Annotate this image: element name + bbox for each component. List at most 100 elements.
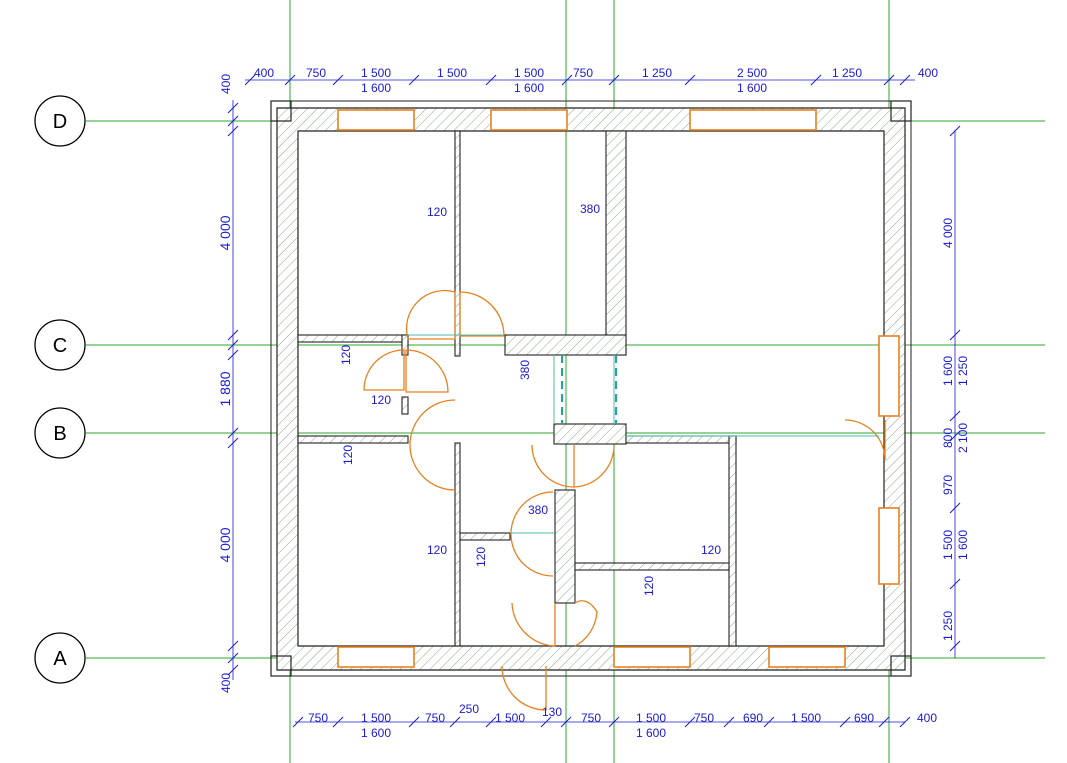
door-swing [405, 289, 456, 340]
window [878, 335, 900, 417]
dimension-tick [227, 652, 239, 664]
dimension-ticks [227, 74, 961, 728]
dim-right: 1 250 [956, 356, 970, 386]
dim-top: 1 250 [642, 66, 672, 80]
axis-bubble-B: B [34, 407, 86, 459]
dim-bottom: 250 [459, 702, 479, 716]
dimension-tick [560, 716, 572, 728]
dim-bottom: 1 500 [361, 711, 391, 725]
dim-top-secondary: 1 600 [514, 81, 544, 95]
dimension-texts: 400 750 1 500 1 500 1 500 750 1 250 2 50… [217, 66, 970, 740]
dim-bottom: 750 [694, 711, 714, 725]
dim-bottom-secondary: 1 600 [636, 726, 666, 740]
dim-top-secondary: 1 600 [737, 81, 767, 95]
dim-interior: 380 [518, 360, 532, 380]
dimension-tick [878, 716, 890, 728]
dimension-tick [763, 716, 775, 728]
dim-left: 4 000 [217, 527, 233, 562]
dimension-tick [332, 716, 344, 728]
dim-bottom: 750 [581, 711, 601, 725]
dim-right: 1 250 [941, 611, 955, 641]
dimension-tick [227, 349, 239, 361]
dimension-tick [292, 716, 304, 728]
dimension-tick [540, 716, 552, 728]
dim-interior: 120 [339, 345, 353, 365]
wall-segment [625, 435, 737, 444]
window [337, 646, 415, 668]
dim-right: 1 600 [956, 530, 970, 560]
dim-bottom: 130 [542, 705, 562, 719]
dimension-tick [899, 716, 911, 728]
door-swing [405, 349, 449, 393]
dimension-tick [227, 102, 239, 114]
door-swing [511, 602, 556, 647]
wall-segment [728, 435, 737, 647]
light-partitions [408, 334, 879, 534]
door-swing [844, 419, 886, 461]
dim-interior: 120 [427, 543, 447, 557]
dimension-tick [227, 664, 239, 676]
axis-label-D: D [53, 111, 67, 133]
window [878, 507, 900, 585]
wall-segment [401, 396, 409, 415]
interior-walls [297, 130, 737, 647]
wall-segment [554, 489, 576, 604]
door-swing [573, 444, 615, 488]
dimension-lines [232, 79, 956, 723]
dim-top: 1 500 [361, 66, 391, 80]
axis-bubble-C: C [34, 319, 86, 371]
dimension-tick [449, 716, 461, 728]
dim-bottom-secondary: 1 600 [361, 726, 391, 740]
window [689, 109, 817, 131]
wall-segment [605, 130, 627, 356]
axis-label-B: B [53, 423, 66, 445]
window [768, 646, 846, 668]
dim-interior: 120 [371, 393, 391, 407]
door-swing [363, 349, 405, 391]
dimension-tick [332, 74, 344, 86]
wall-segment [553, 423, 627, 445]
doors [363, 289, 886, 711]
dim-right: 2 100 [956, 423, 970, 453]
dim-top: 750 [306, 66, 326, 80]
wall-segment [504, 334, 627, 356]
dimension-tick [485, 716, 497, 728]
dimension-tick [608, 74, 620, 86]
door-swing [501, 665, 547, 711]
dimension-tick [949, 329, 961, 341]
door-swing [510, 491, 554, 577]
dim-left: 400 [219, 74, 233, 94]
dimension-tick [949, 125, 961, 137]
door-swing [409, 444, 456, 491]
door-swing [459, 291, 505, 337]
dimension-tick [485, 74, 497, 86]
dim-interior: 120 [341, 445, 355, 465]
wall-segment [297, 435, 409, 444]
dimension-tick [949, 502, 961, 514]
dimension-tick [810, 74, 822, 86]
dimension-tick [227, 437, 239, 449]
dimension-tick [684, 716, 696, 728]
dimension-tick [227, 125, 239, 137]
dim-bottom: 690 [854, 711, 874, 725]
windows [337, 109, 900, 668]
dim-top: 1 500 [514, 66, 544, 80]
dimension-tick [227, 115, 239, 127]
axis-label-A: A [53, 648, 67, 670]
dim-bottom: 400 [917, 711, 937, 725]
dim-left: 400 [219, 673, 233, 693]
dimension-tick [408, 74, 420, 86]
dim-top: 2 500 [737, 66, 767, 80]
window [337, 109, 415, 131]
dim-right: 1 500 [941, 530, 955, 560]
dim-top: 1 250 [832, 66, 862, 80]
dimension-tick [244, 74, 256, 86]
dim-top: 400 [254, 66, 274, 80]
dimension-tick [684, 74, 696, 86]
dimension-tick [227, 339, 239, 351]
exterior-walls [270, 100, 912, 677]
exterior-wall-ring [276, 107, 906, 671]
dimension-tick [839, 716, 851, 728]
dimension-tick [949, 410, 961, 422]
dim-top: 400 [918, 66, 938, 80]
